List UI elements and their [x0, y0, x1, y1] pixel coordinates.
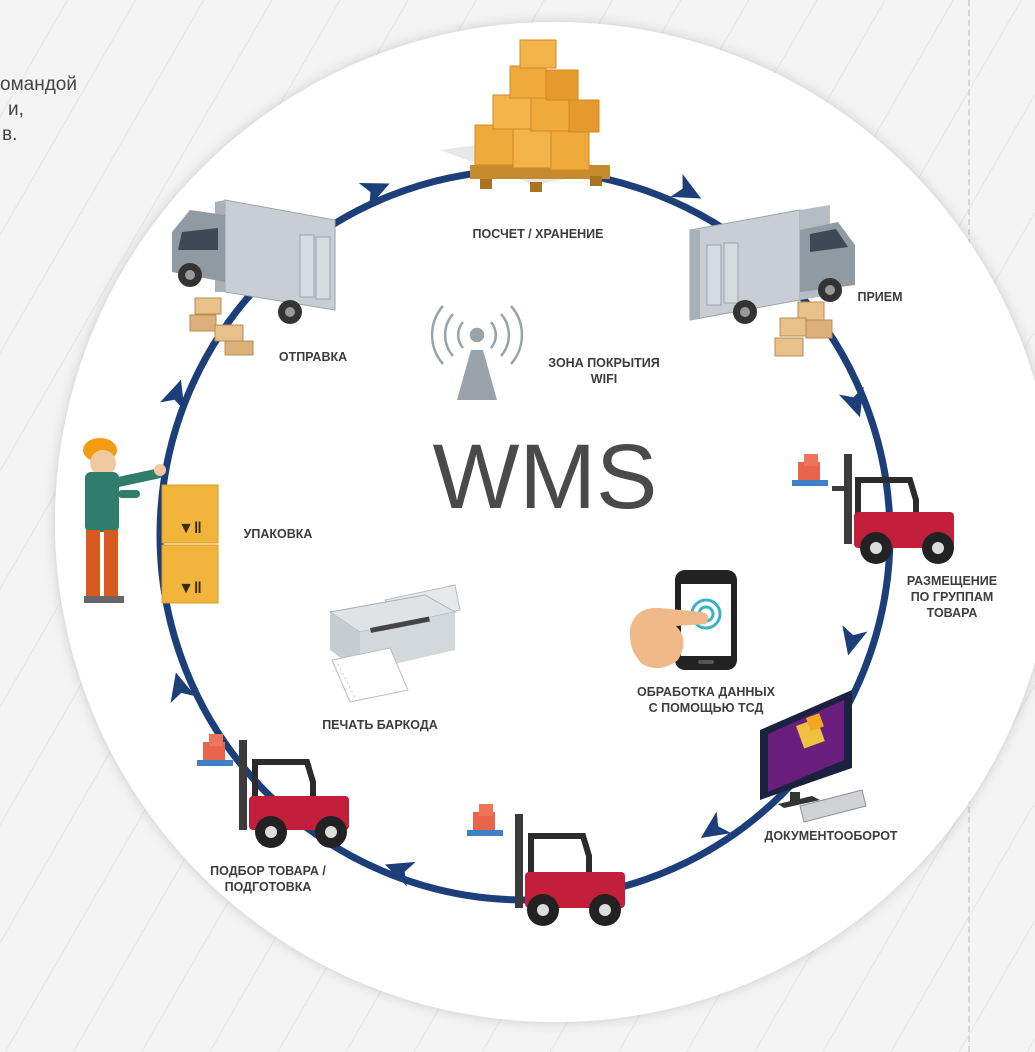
- label-tsd-line2: С ПОМОЩЬЮ ТСД: [649, 701, 764, 715]
- intro-line: омандой: [0, 74, 77, 95]
- monitor-icon: [760, 690, 852, 808]
- label-picking-line1: ПОДБОР ТОВАРА /: [210, 864, 326, 878]
- arrow-icon: [358, 183, 390, 207]
- label-wifi-line2: WIFI: [591, 372, 617, 386]
- arrow-icon: [842, 625, 868, 656]
- label-barcode-print: ПЕЧАТЬ БАРКОДА: [322, 718, 438, 732]
- arrow-icon: [838, 386, 864, 418]
- shipping-boxes-icon: [189, 297, 254, 356]
- label-wifi-line1: ЗОНА ПОКРЫТИЯ: [548, 356, 659, 370]
- label-tsd-line1: ОБРАБОТКА ДАННЫХ: [637, 685, 776, 699]
- label-receiving: ПРИЕМ: [857, 290, 902, 304]
- label-shipping: ОТПРАВКА: [279, 350, 347, 364]
- shipping-truck-icon: [172, 199, 336, 324]
- arrow-icon: [384, 861, 416, 887]
- packing-boxes-icon: ▼ǁ ▼ǁ: [161, 484, 219, 604]
- label-storage: ПОСЧЕТ / ХРАНЕНИЕ: [473, 227, 604, 241]
- arrow-icon: [700, 811, 732, 838]
- svg-text:▼ǁ: ▼ǁ: [178, 580, 202, 597]
- pallet-boxes-icon: [440, 39, 610, 192]
- keyboard-icon: [799, 789, 867, 823]
- label-placement-line2: ПО ГРУППАМ: [911, 590, 994, 604]
- receiving-boxes-icon: [774, 301, 833, 357]
- wms-logo: WMS: [433, 426, 658, 528]
- label-placement-line1: РАЗМЕЩЕНИЕ: [907, 574, 997, 588]
- label-picking-line2: ПОДГОТОВКА: [225, 880, 312, 894]
- forklift-icon-bottom: [467, 804, 625, 926]
- receiving-truck-icon: [689, 205, 855, 324]
- svg-text:▼ǁ: ▼ǁ: [178, 520, 202, 537]
- intro-line: и,: [8, 99, 24, 120]
- forklift-icon-placement: [792, 454, 954, 564]
- intro-line: в.: [2, 124, 18, 145]
- label-document-flow: ДОКУМЕНТООБОРОТ: [764, 829, 897, 843]
- hand-icon: [629, 607, 709, 669]
- worker-icon: [83, 438, 166, 603]
- arrow-icon: [670, 173, 702, 199]
- cycle-arrows: [159, 173, 868, 887]
- printer-icon: [328, 584, 461, 703]
- arrow-icon: [159, 379, 185, 411]
- arrow-icon: [170, 672, 196, 703]
- forklift-icon-picking: [197, 734, 349, 848]
- intro-text: омандой и, в.: [0, 72, 140, 147]
- label-placement-line3: ТОВАРА: [927, 606, 978, 620]
- wifi-tower-icon: [430, 305, 524, 400]
- label-packing: УПАКОВКА: [244, 527, 313, 541]
